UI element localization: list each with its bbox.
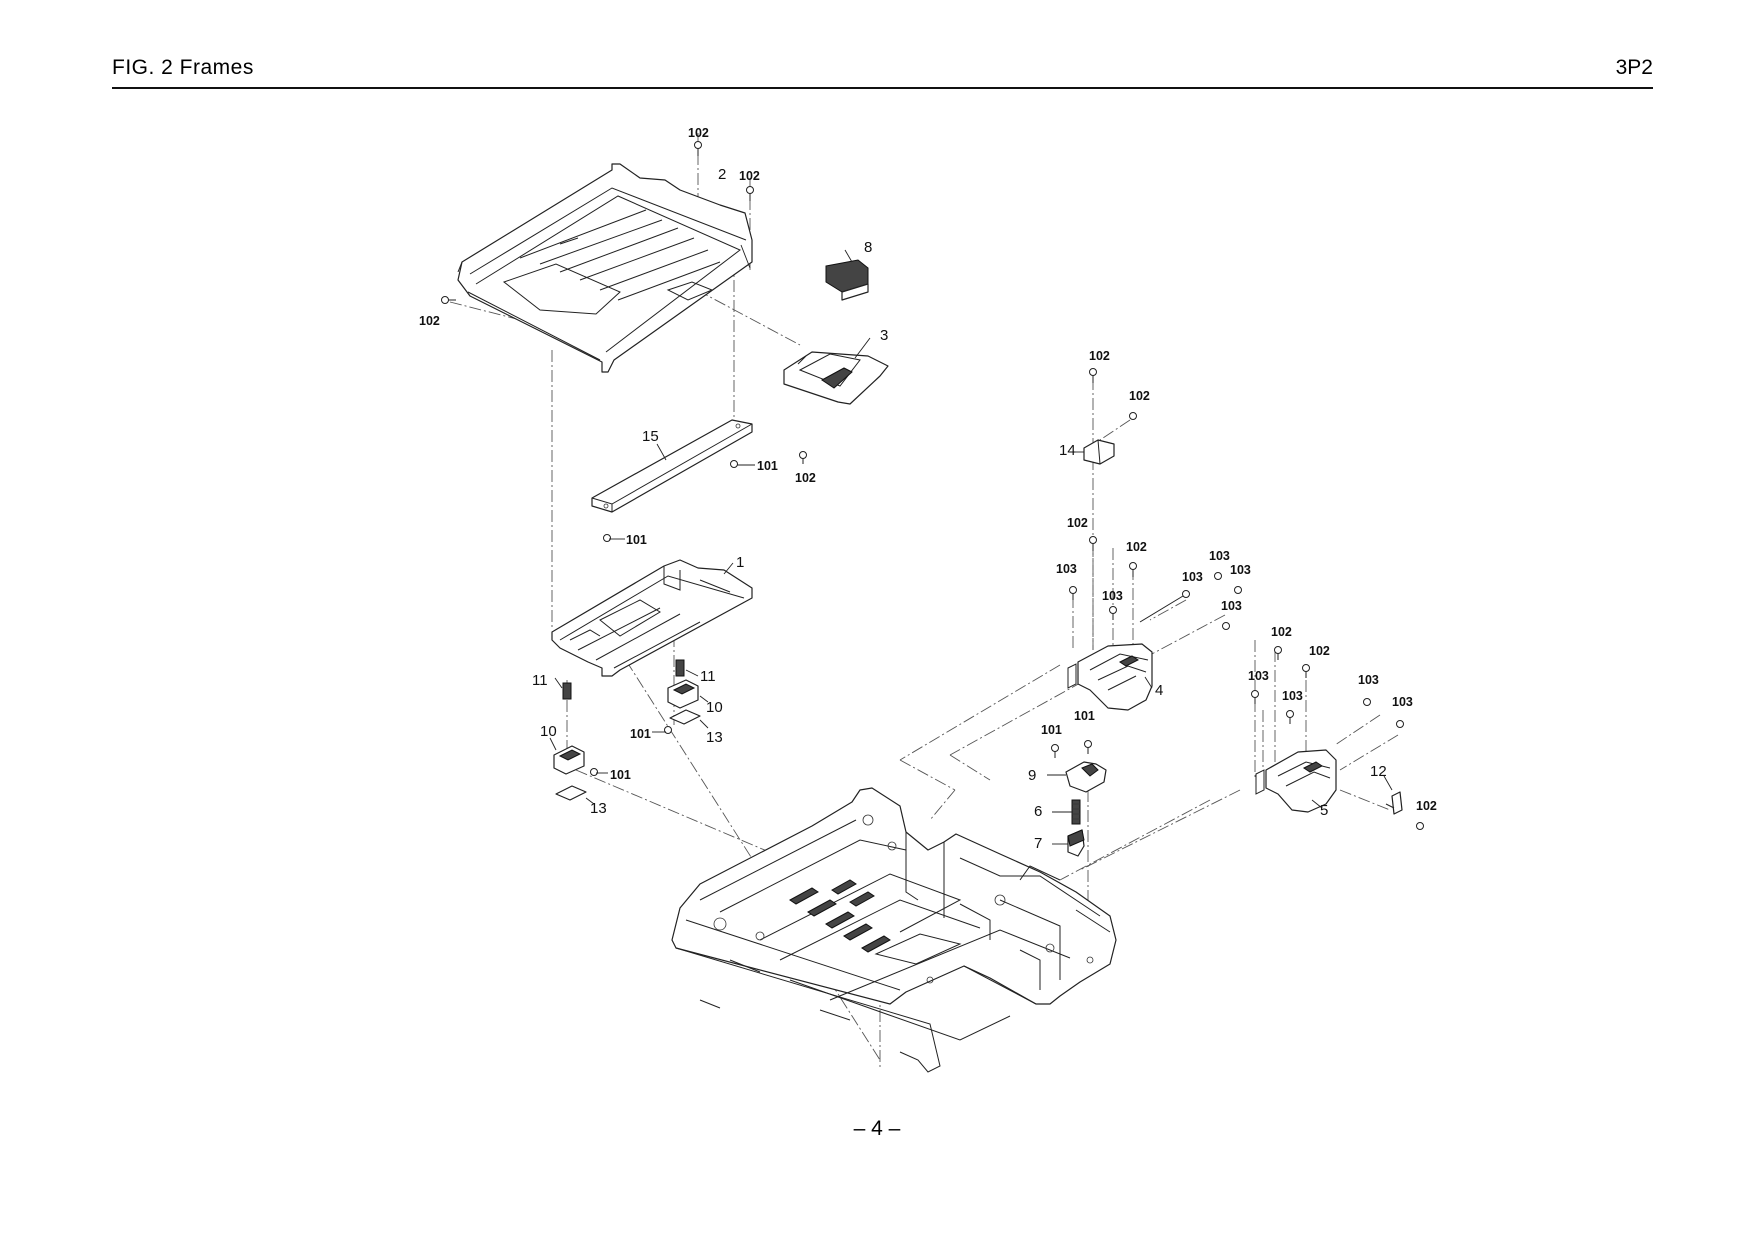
label-103: 103	[1248, 669, 1269, 683]
label-103: 103	[1102, 589, 1123, 603]
part-15-stay	[591, 419, 753, 513]
part-labels: 102 2 102 8 102 3 15 101 102 101 1 11 11…	[419, 126, 1437, 852]
label-4: 4	[1155, 682, 1163, 699]
label-14: 14	[1059, 442, 1076, 459]
label-103: 103	[1282, 689, 1303, 703]
screw-101	[1051, 744, 1059, 758]
label-10: 10	[540, 723, 557, 740]
label-101: 101	[610, 768, 631, 782]
label-12: 12	[1370, 763, 1387, 780]
screw-102	[441, 296, 456, 304]
label-102: 102	[739, 169, 760, 183]
screw-102	[1129, 562, 1137, 577]
part-4-bracket	[1067, 643, 1153, 711]
label-103: 103	[1209, 549, 1230, 563]
screw-103	[1222, 622, 1230, 630]
label-102: 102	[1126, 540, 1147, 554]
part-8-pad	[825, 259, 869, 301]
screw-103	[1396, 720, 1404, 728]
label-101: 101	[1041, 723, 1062, 737]
label-103: 103	[1392, 695, 1413, 709]
part-1-lower-tray	[551, 559, 753, 677]
label-102: 102	[688, 126, 709, 140]
document-code: 3P2	[1615, 56, 1653, 79]
screw-101	[664, 726, 672, 734]
part-14-bracket	[1083, 439, 1115, 465]
label-101: 101	[626, 533, 647, 547]
label-6: 6	[1034, 803, 1042, 820]
label-102: 102	[795, 471, 816, 485]
page-number: – 4 –	[853, 1117, 901, 1140]
screw-103	[1109, 606, 1117, 620]
screw-101	[1084, 740, 1092, 754]
label-7: 7	[1034, 835, 1042, 852]
screw-103	[1214, 572, 1222, 580]
label-8: 8	[864, 239, 872, 256]
screw-101	[590, 768, 598, 776]
label-10: 10	[706, 699, 723, 716]
screw-102	[1129, 412, 1137, 420]
screw-103	[1069, 586, 1077, 600]
label-11: 11	[700, 668, 716, 685]
label-102: 102	[1271, 625, 1292, 639]
header-rule	[112, 87, 1653, 89]
screw-102	[1089, 368, 1097, 383]
part-7-roller	[1067, 829, 1085, 857]
screw-103	[1251, 690, 1259, 704]
label-102: 102	[1067, 516, 1088, 530]
label-102: 102	[1416, 799, 1437, 813]
part-13-sheets	[555, 709, 701, 801]
label-103: 103	[1358, 673, 1379, 687]
screw-103	[1139, 590, 1190, 623]
part-11-springs	[562, 659, 685, 700]
label-103: 103	[1182, 570, 1203, 584]
part-5-bracket	[1255, 749, 1337, 813]
label-102: 102	[419, 314, 440, 328]
screw-103	[1363, 698, 1371, 706]
screw-101	[603, 534, 611, 542]
part-12-plate	[1385, 791, 1403, 815]
figure-title: FIG. 2 Frames	[112, 56, 254, 79]
label-103: 103	[1221, 599, 1242, 613]
label-103: 103	[1230, 563, 1251, 577]
screw-102	[1416, 822, 1424, 830]
label-15: 15	[642, 428, 659, 445]
screw-102	[799, 451, 807, 464]
label-102: 102	[1309, 644, 1330, 658]
label-5: 5	[1320, 802, 1328, 819]
label-9: 9	[1028, 767, 1036, 784]
label-102: 102	[1089, 349, 1110, 363]
part-6-spring	[1071, 799, 1081, 825]
label-101: 101	[630, 727, 651, 741]
label-102: 102	[1129, 389, 1150, 403]
part-9-lever	[1065, 761, 1107, 793]
screw-103	[1286, 710, 1294, 724]
label-11: 11	[532, 672, 548, 689]
screw-102	[1274, 646, 1282, 660]
leader-lines	[549, 244, 1393, 845]
part-10-feet	[553, 679, 699, 775]
screw-103	[1234, 586, 1242, 594]
label-13: 13	[706, 729, 723, 746]
part-2-upper-tray	[457, 163, 753, 373]
screw-101	[730, 460, 738, 468]
screw-102	[746, 186, 754, 201]
part-3-holder	[783, 351, 889, 405]
screw-102	[694, 141, 702, 156]
screws	[441, 141, 1424, 830]
label-101: 101	[757, 459, 778, 473]
label-1: 1	[736, 554, 744, 571]
screw-102	[1302, 664, 1310, 678]
screw-102	[1089, 536, 1097, 551]
label-2: 2	[718, 166, 726, 183]
label-101: 101	[1074, 709, 1095, 723]
main-frame-assembly	[671, 787, 1117, 1073]
label-13: 13	[590, 800, 607, 817]
label-103: 103	[1056, 562, 1077, 576]
label-3: 3	[880, 327, 888, 344]
